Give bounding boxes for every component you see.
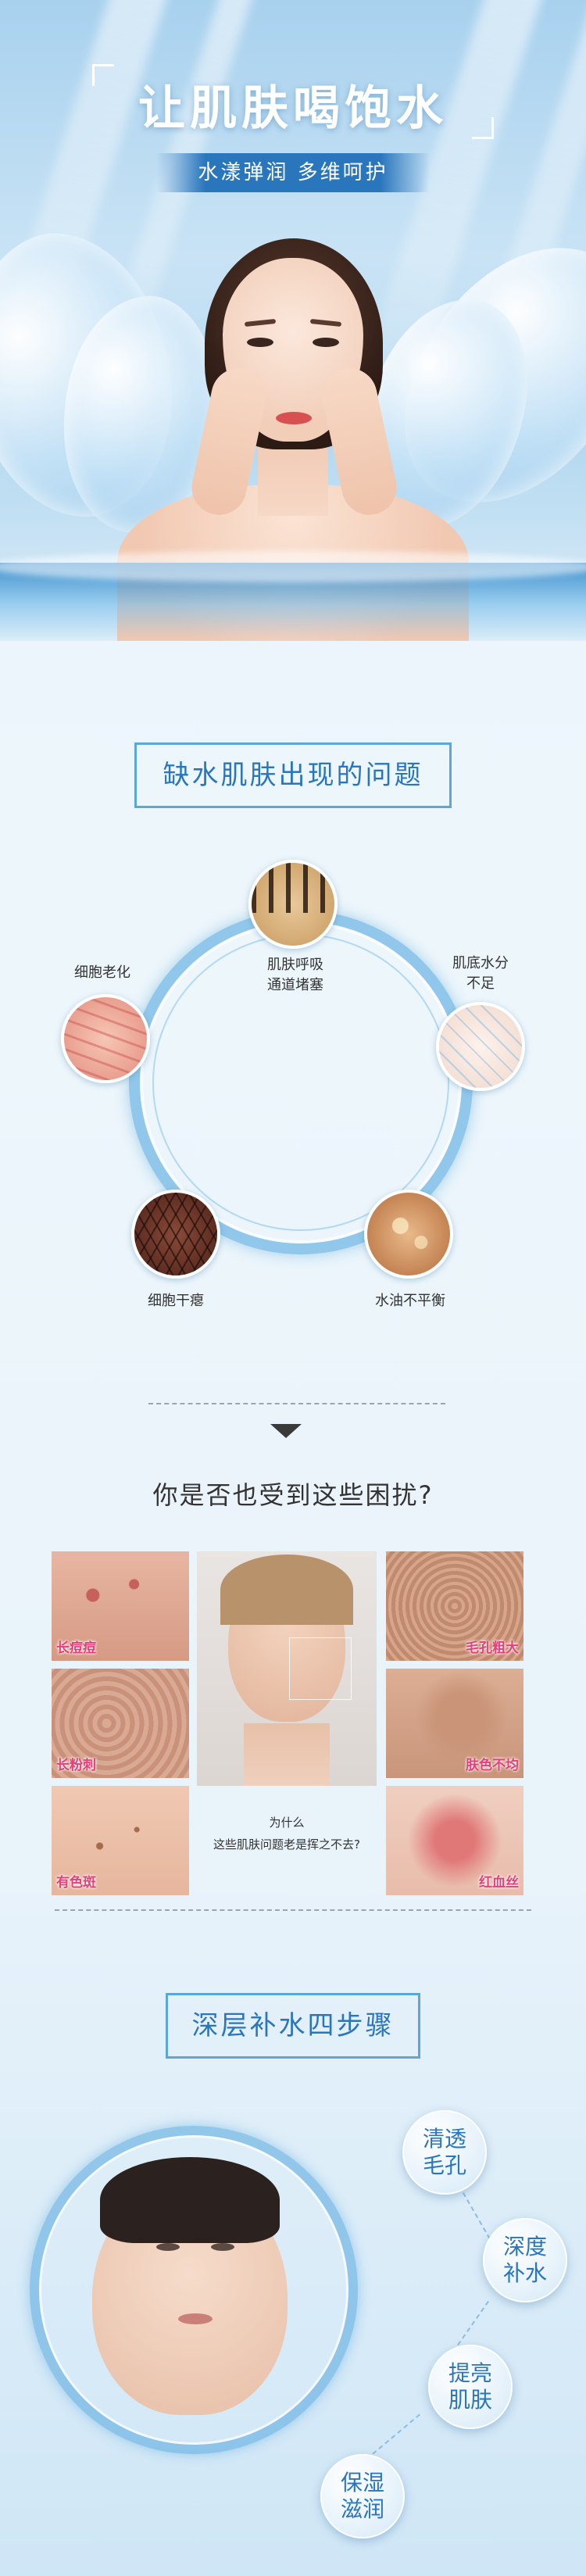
trouble-tag: 红血丝 <box>479 1875 519 1891</box>
problem-label-clogged: 肌肤呼吸 通道堵塞 <box>248 955 342 996</box>
trouble-tag: 肤色不均 <box>466 1758 519 1773</box>
problem-label-line: 肌底水分 <box>452 955 509 971</box>
shriveled-cells-skin-icon <box>131 1190 220 1279</box>
skin-photo <box>386 1551 523 1661</box>
center-question-line: 这些肌肤问题老是挥之不去? <box>213 1837 360 1852</box>
oil-droplets <box>367 1193 450 1275</box>
trouble-tag: 长痘痘 <box>56 1640 96 1656</box>
skin-layers <box>64 997 147 1080</box>
aging-cells-skin-icon <box>61 994 150 1083</box>
problem-label-dehydrated: 肌底水分 不足 <box>438 953 523 994</box>
cell-texture <box>134 1193 217 1275</box>
skin-photo <box>52 1669 189 1778</box>
model-eye <box>247 338 273 347</box>
skin-photo <box>52 1551 189 1661</box>
step-bubble-4: 保湿 滋润 <box>320 2454 405 2538</box>
water-wave <box>0 551 586 582</box>
skin-texture <box>439 1005 522 1088</box>
problem-label-shriveled: 细胞干瘪 <box>129 1291 223 1311</box>
hero-banner: 让肌肤喝饱水 水漾弹润 多维呵护 <box>0 0 586 641</box>
oil-imbalance-skin-icon <box>364 1190 453 1279</box>
trouble-tag: 有色斑 <box>56 1875 96 1891</box>
problem-label-line: 细胞干瘪 <box>148 1293 204 1309</box>
trouble-thumb-blackheads: 长粉刺 <box>52 1669 189 1778</box>
problem-label-line: 水油不平衡 <box>375 1293 445 1309</box>
step-bubble-3: 提亮 肌肤 <box>428 2345 513 2429</box>
step-text: 补水 <box>502 2260 547 2286</box>
model-lips <box>178 2313 213 2324</box>
hero-subtitle: 水漾弹润 多维呵护 <box>156 153 430 192</box>
magnifier-frame <box>289 1637 352 1700</box>
model-lips <box>276 412 312 424</box>
trouble-thumb-redness: 红血丝 <box>386 1786 523 1895</box>
trouble-tag: 毛孔粗大 <box>466 1640 519 1656</box>
problems-heading: 缺水肌肤出现的问题 <box>134 742 452 808</box>
down-arrow-icon <box>270 1424 302 1438</box>
dehydrated-skin-icon <box>436 1002 525 1091</box>
clogged-pores-skin-icon <box>248 860 338 949</box>
divider-dashed <box>55 1909 531 1911</box>
troubles-title: 你是否也受到这些困扰? <box>152 1480 434 1510</box>
step-text: 深度 <box>502 2234 547 2259</box>
problem-label-line: 通道堵塞 <box>267 977 323 993</box>
skin-photo <box>52 1786 189 1895</box>
step-text: 清透 <box>422 2126 466 2152</box>
model-eye <box>211 2243 234 2251</box>
heading-frame <box>166 1993 420 2059</box>
trouble-thumb-pores: 毛孔粗大 <box>386 1551 523 1661</box>
model-eye <box>156 2243 180 2251</box>
problem-label-line: 不足 <box>466 975 495 992</box>
step-bubble-1: 清透 毛孔 <box>402 2110 487 2195</box>
step-text: 提亮 <box>448 2360 492 2386</box>
trouble-thumb-acne: 长痘痘 <box>52 1551 189 1661</box>
step-text: 滋润 <box>340 2496 384 2522</box>
problem-label-aging: 细胞老化 <box>59 963 145 983</box>
skin-photo <box>386 1786 523 1895</box>
model-neck <box>244 1723 330 1786</box>
trouble-thumb-uneven: 肤色不均 <box>386 1669 523 1778</box>
problem-label-oil: 水油不平衡 <box>359 1291 461 1311</box>
step-text: 肌肤 <box>448 2387 492 2413</box>
model-eye <box>313 338 339 347</box>
steps-heading-text: 深层补水四步骤 <box>191 2010 395 2041</box>
heading-frame <box>134 742 452 808</box>
trouble-tag: 长粉刺 <box>56 1758 96 1773</box>
model-hair <box>100 2157 280 2243</box>
steps-heading: 深层补水四步骤 <box>166 1993 420 2059</box>
center-question: 为什么 这些肌肤问题老是挥之不去? <box>188 1812 386 1855</box>
step-bubble-2: 深度 补水 <box>483 2218 567 2302</box>
divider-dashed <box>148 1403 445 1404</box>
step-text: 毛孔 <box>422 2152 466 2178</box>
problem-label-line: 肌肤呼吸 <box>267 957 323 973</box>
hero-title: 让肌肤喝饱水 <box>138 81 448 136</box>
hair-follicles <box>252 863 334 913</box>
title-corner-bracket <box>92 64 114 86</box>
step-text: 保湿 <box>340 2470 384 2496</box>
title-corner-bracket <box>472 117 494 139</box>
model-hair <box>220 1555 353 1625</box>
center-model-photo <box>197 1551 377 1786</box>
problem-label-line: 细胞老化 <box>74 964 130 981</box>
center-question-line: 为什么 <box>269 1816 305 1830</box>
problems-heading-text: 缺水肌肤出现的问题 <box>163 760 423 791</box>
skin-photo <box>386 1669 523 1778</box>
trouble-thumb-spots: 有色斑 <box>52 1786 189 1895</box>
